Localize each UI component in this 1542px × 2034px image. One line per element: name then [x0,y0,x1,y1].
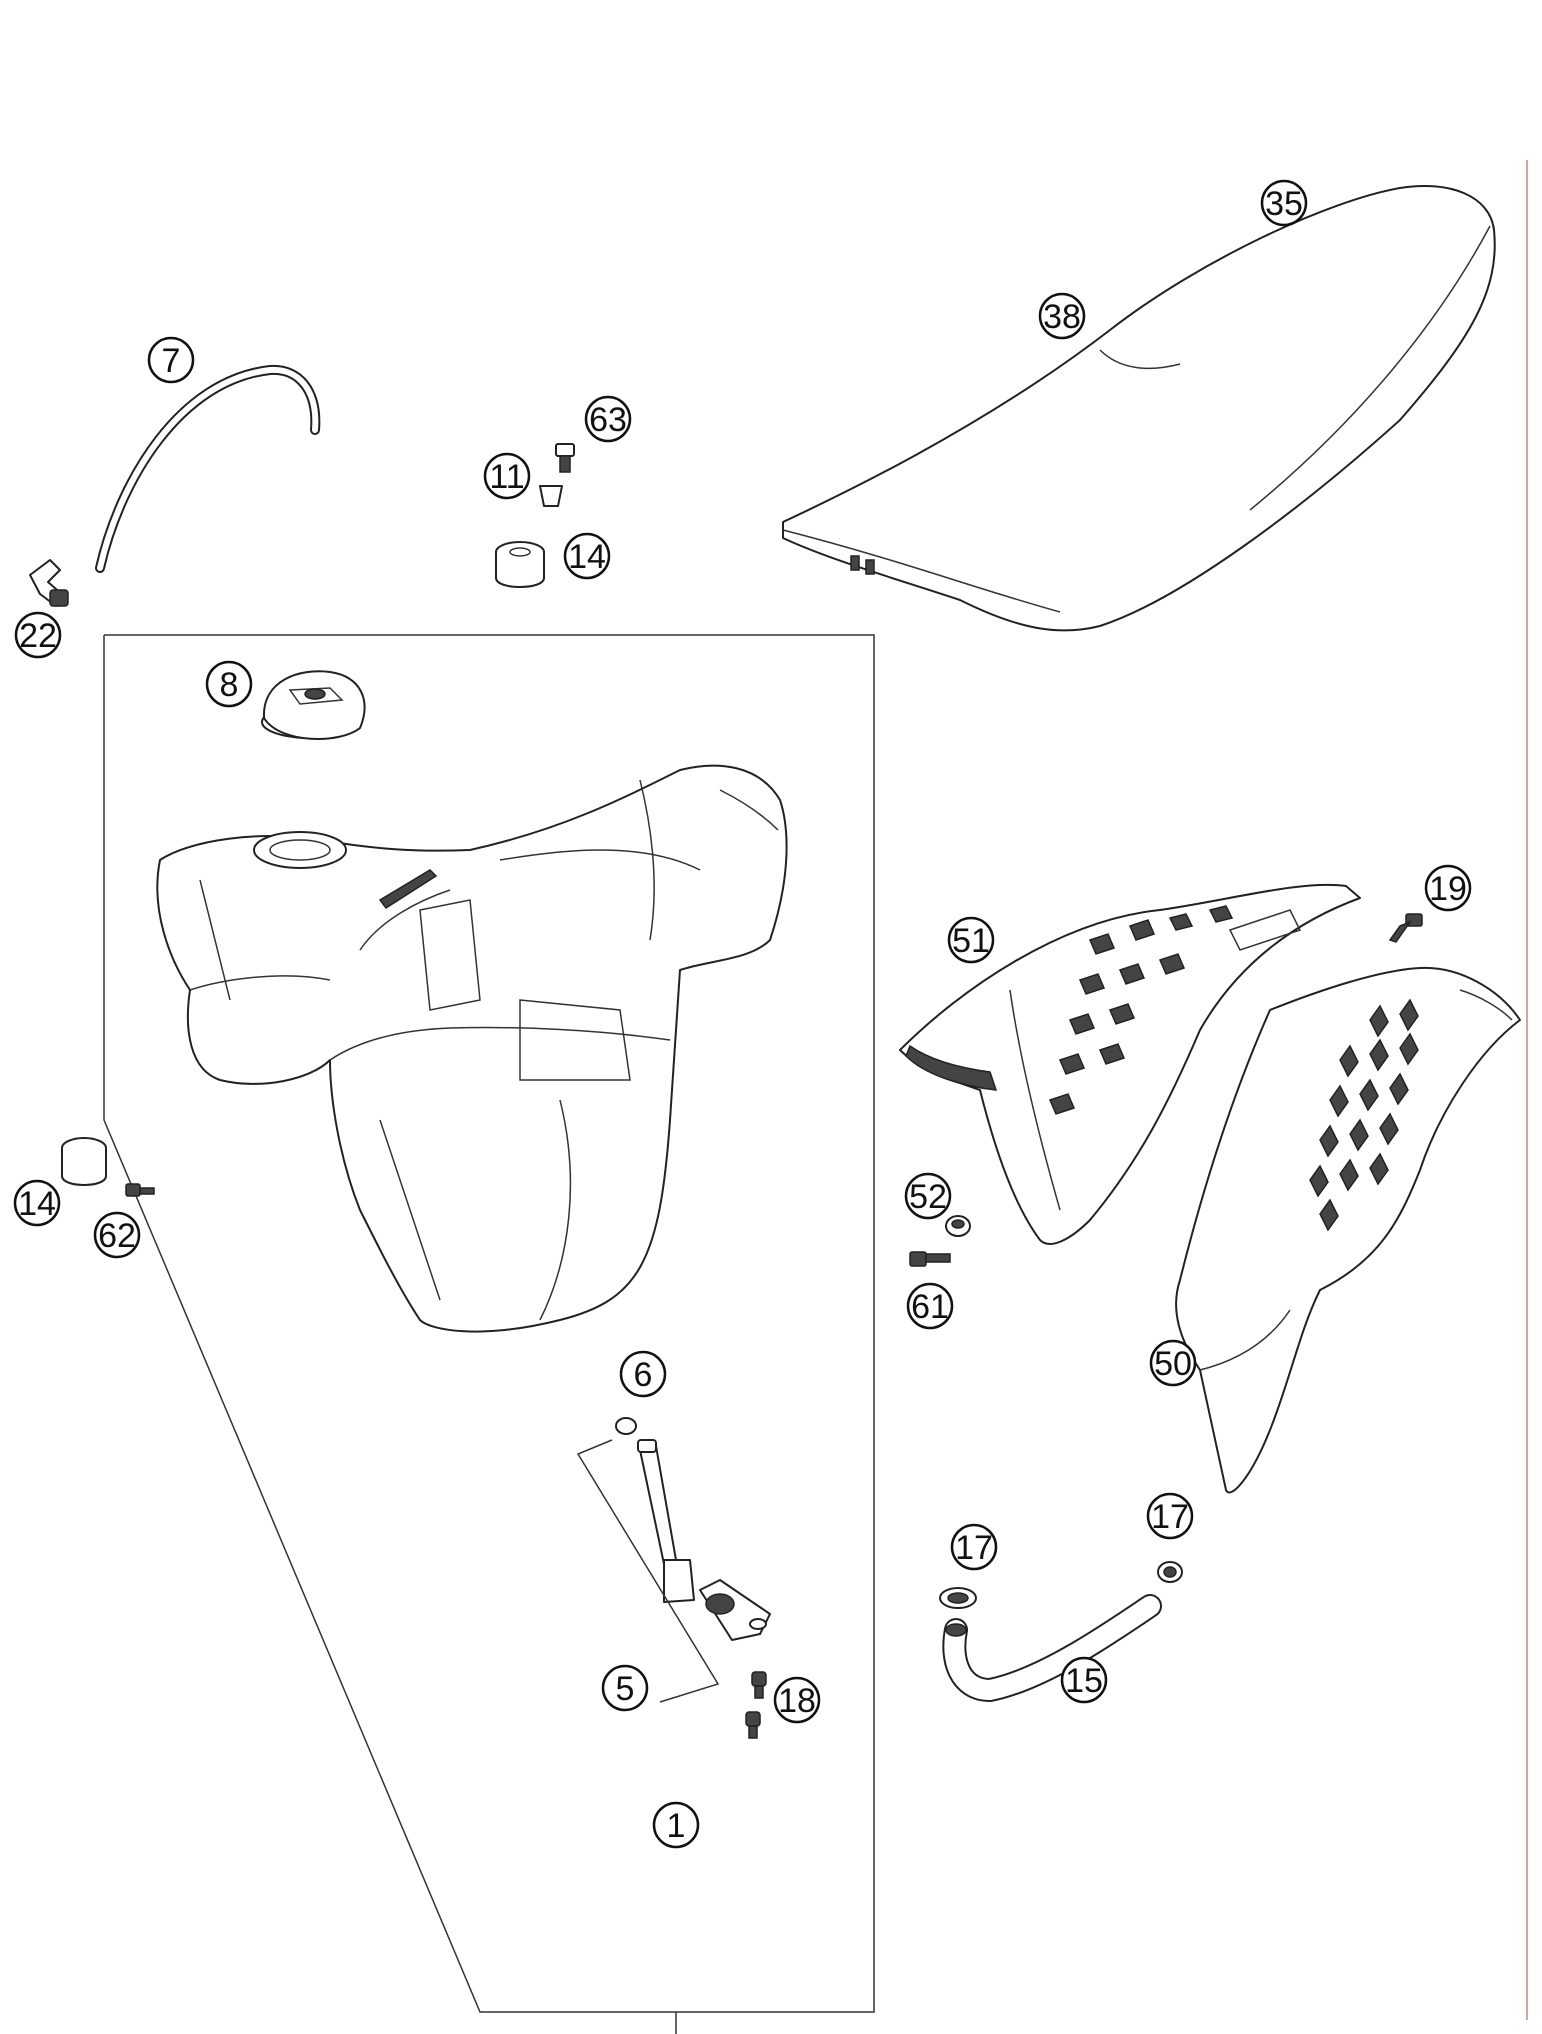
callout-14-top: 14 [563,532,611,580]
screw-19-part [1388,913,1423,943]
callout-1: 1 [652,1801,700,1849]
fuel-tap-part [637,1439,771,1641]
clamp-17-right-part [1157,1561,1183,1583]
nut-11-part [539,485,563,507]
callout-62: 62 [93,1211,141,1259]
bolt-61-part [909,1251,951,1267]
callout-62-label: 62 [98,1217,136,1255]
callout-52: 52 [904,1172,952,1220]
tap-bracket-leader [576,1439,720,1703]
washer-52-part [945,1215,971,1237]
callout-38: 38 [1038,292,1086,340]
callout-7: 7 [147,336,195,384]
callout-17-left: 17 [950,1523,998,1571]
bushing-14-left-part [61,1137,107,1186]
callout-51-label: 51 [952,922,990,960]
callout-17-right: 17 [1146,1492,1194,1540]
side-panel-50-part [1175,966,1521,1494]
callout-7-label: 7 [162,342,181,380]
callout-63-label: 63 [589,401,627,439]
callout-35: 35 [1260,179,1308,227]
callout-15: 15 [1060,1656,1108,1704]
callout-50-label: 50 [1154,1345,1192,1383]
screw-63-part [555,443,575,473]
callout-15-label: 15 [1065,1662,1103,1700]
callout-19: 19 [1424,864,1472,912]
callout-1-label: 1 [667,1807,686,1845]
callout-38-label: 38 [1043,298,1081,336]
callout-61: 61 [906,1282,954,1330]
vent-hose-part [95,364,321,573]
callout-8: 8 [205,660,253,708]
callout-19-label: 19 [1429,870,1467,908]
callout-14-left: 14 [13,1179,61,1227]
callout-61-label: 61 [911,1288,949,1326]
screw-18-part [745,1671,767,1739]
callout-17-left-label: 17 [955,1529,993,1567]
callout-11: 11 [483,452,531,500]
callout-5-label: 5 [616,1670,635,1708]
callout-6-label: 6 [634,1356,653,1394]
callout-18-label: 18 [778,1682,816,1720]
fuel-tank-part [156,764,788,1333]
clamp-17-left-part [939,1587,977,1609]
callout-8-label: 8 [220,666,239,704]
callout-6: 6 [619,1350,667,1398]
screw-62-part [125,1183,155,1197]
side-cover-51-part [899,883,1361,1245]
callout-14-left-label: 14 [18,1185,56,1223]
callout-5: 5 [601,1664,649,1712]
bushing-14-top-part [495,541,545,588]
o-ring-part [615,1417,637,1435]
fuel-cap-part [261,670,366,740]
callout-14-top-label: 14 [568,538,606,576]
bent-hose-15-part [942,1594,1162,1703]
callout-11-label: 11 [489,458,524,496]
callout-50: 50 [1149,1339,1197,1387]
callout-35-label: 35 [1265,185,1303,223]
callout-18: 18 [773,1676,821,1724]
callout-63: 63 [584,395,632,443]
callout-22-label: 22 [19,617,57,655]
callout-17-right-label: 17 [1151,1498,1189,1536]
assembly-group-outline [103,634,875,2013]
callout-22: 22 [14,611,62,659]
callout-52-label: 52 [909,1178,947,1216]
elbow-connector-part [29,559,69,607]
callout-51: 51 [947,916,995,964]
seat-part [782,184,1496,632]
